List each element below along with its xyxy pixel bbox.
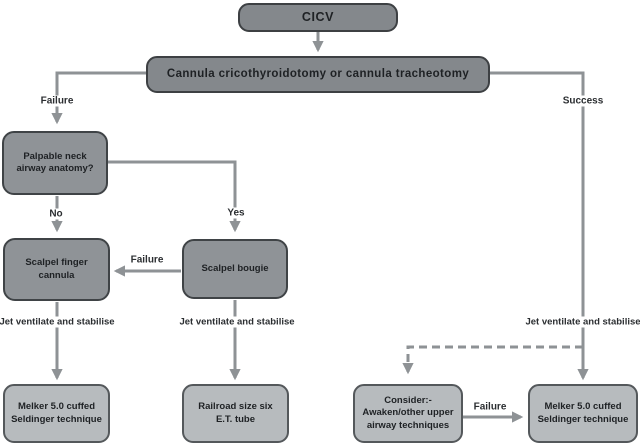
node-cicv: CICV bbox=[238, 3, 398, 32]
node-melker-left: Melker 5.0 cuffed Seldinger technique bbox=[3, 384, 110, 443]
edge-label-jet-middle: Jet ventilate and stabilise bbox=[176, 316, 298, 328]
node-railroad-et-tube: Railroad size six E.T. tube bbox=[182, 384, 289, 443]
node-scalpel-finger-cannula: Scalpel finger cannula bbox=[3, 238, 110, 301]
edge-label-jet-left: Jet ventilate and stabilise bbox=[0, 316, 118, 328]
node-scalpel-bougie: Scalpel bougie bbox=[182, 239, 288, 299]
edge-cannula-to-melker-right bbox=[489, 71, 589, 381]
node-consider-awaken: Consider:- Awaken/other upper airway tec… bbox=[353, 384, 463, 443]
edge-label-failure-top-left: Failure bbox=[37, 95, 77, 107]
node-melker-right: Melker 5.0 cuffed Seldinger technique bbox=[528, 384, 638, 443]
edge-label-no: No bbox=[46, 208, 66, 220]
edge-label-jet-right: Jet ventilate and stabilise bbox=[522, 316, 640, 328]
edge-dashed-to-consider bbox=[402, 345, 583, 375]
node-cannula-cricothyroidotomy: Cannula cricothyroidotomy or cannula tra… bbox=[146, 56, 490, 93]
edge-label-failure-consider: Failure bbox=[470, 401, 510, 413]
edge-label-failure-bougie: Failure bbox=[127, 254, 167, 266]
edge-label-yes: Yes bbox=[224, 207, 248, 219]
node-palpable-neck-anatomy: Palpable neck airway anatomy? bbox=[2, 131, 108, 195]
edge-label-success: Success bbox=[559, 95, 607, 107]
edge-palpable-to-scalpel-bougie bbox=[108, 160, 241, 233]
